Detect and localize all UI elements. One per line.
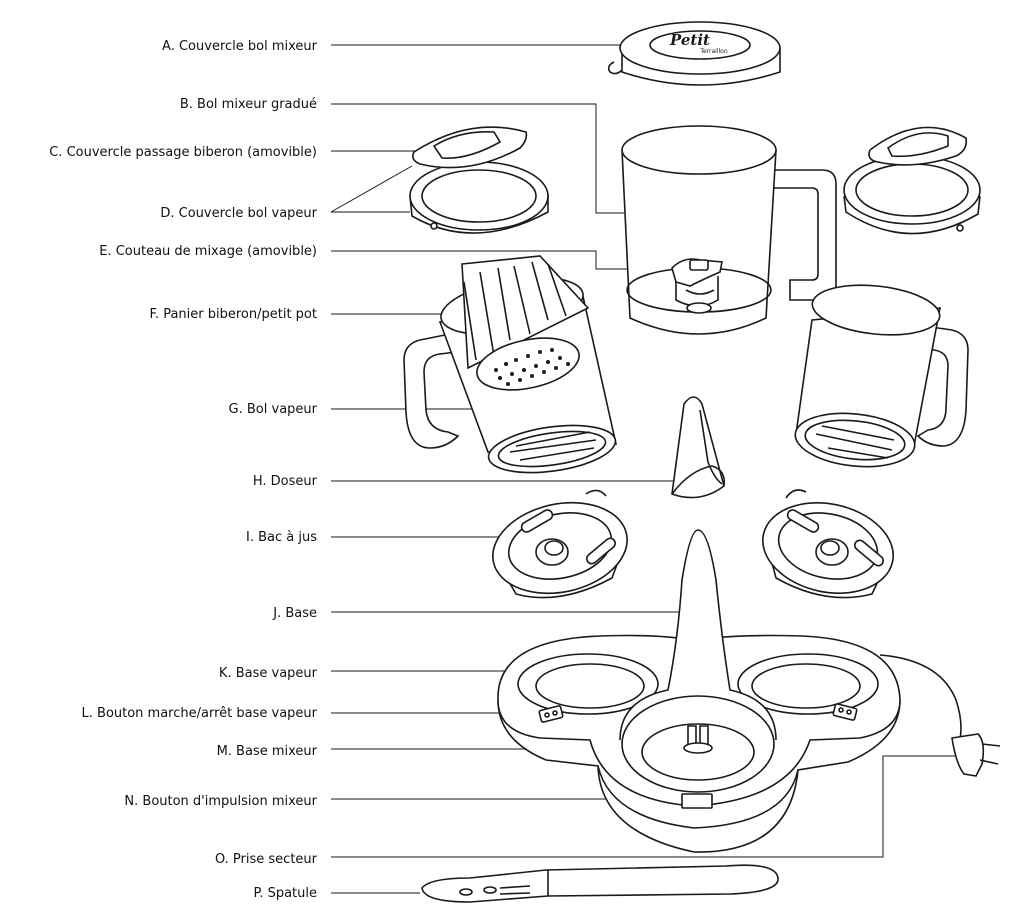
svg-text:Petit: Petit <box>669 31 710 49</box>
svg-text:Terraillon: Terraillon <box>699 48 728 55</box>
mixing-blade <box>672 259 722 313</box>
label-f: F. Panier biberon/petit pot <box>150 307 317 322</box>
label-j: J. Base <box>272 606 317 621</box>
power-plug <box>952 734 983 776</box>
steam-lid-left <box>410 127 548 233</box>
labels: A. Couvercle bol mixeur B. Bol mixeur gr… <box>49 39 317 901</box>
leader-o <box>331 755 955 858</box>
steam-bowl-right <box>793 279 968 472</box>
label-d: D. Couvercle bol vapeur <box>160 206 317 221</box>
leader-d2 <box>330 165 413 213</box>
label-k: K. Base vapeur <box>219 666 318 681</box>
juice-tray-right <box>754 490 901 605</box>
label-i: I. Bac à jus <box>246 530 317 545</box>
steam-onoff-button-right <box>833 704 857 721</box>
label-p: P. Spatule <box>254 886 318 901</box>
label-c: C. Couvercle passage biberon (amovible) <box>49 145 317 160</box>
spatula <box>422 865 778 902</box>
label-b: B. Bol mixeur gradué <box>180 97 317 112</box>
steam-bowl-left <box>404 256 618 480</box>
label-g: G. Bol vapeur <box>229 402 318 417</box>
blender-lid: Petit Terraillon <box>609 22 780 85</box>
bottle-basket <box>462 256 588 398</box>
label-h: H. Doseur <box>253 474 318 489</box>
label-m: M. Base mixeur <box>217 744 318 759</box>
basket-holes <box>494 348 570 386</box>
label-a: A. Couvercle bol mixeur <box>162 39 318 54</box>
juice-tray-left <box>484 490 635 605</box>
mixer-coupler <box>684 726 712 753</box>
label-o: O. Prise secteur <box>215 852 318 867</box>
petit-logo: Petit Terraillon <box>669 31 728 55</box>
label-n: N. Bouton d'impulsion mixeur <box>124 794 317 809</box>
blender-bowl <box>622 126 836 334</box>
measuring-cup <box>672 397 724 498</box>
label-l: L. Bouton marche/arrêt base vapeur <box>82 706 318 721</box>
base-unit <box>498 530 1000 852</box>
label-e: E. Couteau de mixage (amovible) <box>99 244 317 259</box>
steam-onoff-button-left <box>539 706 563 723</box>
steam-lid-right <box>844 127 980 233</box>
pulse-button <box>682 794 712 808</box>
